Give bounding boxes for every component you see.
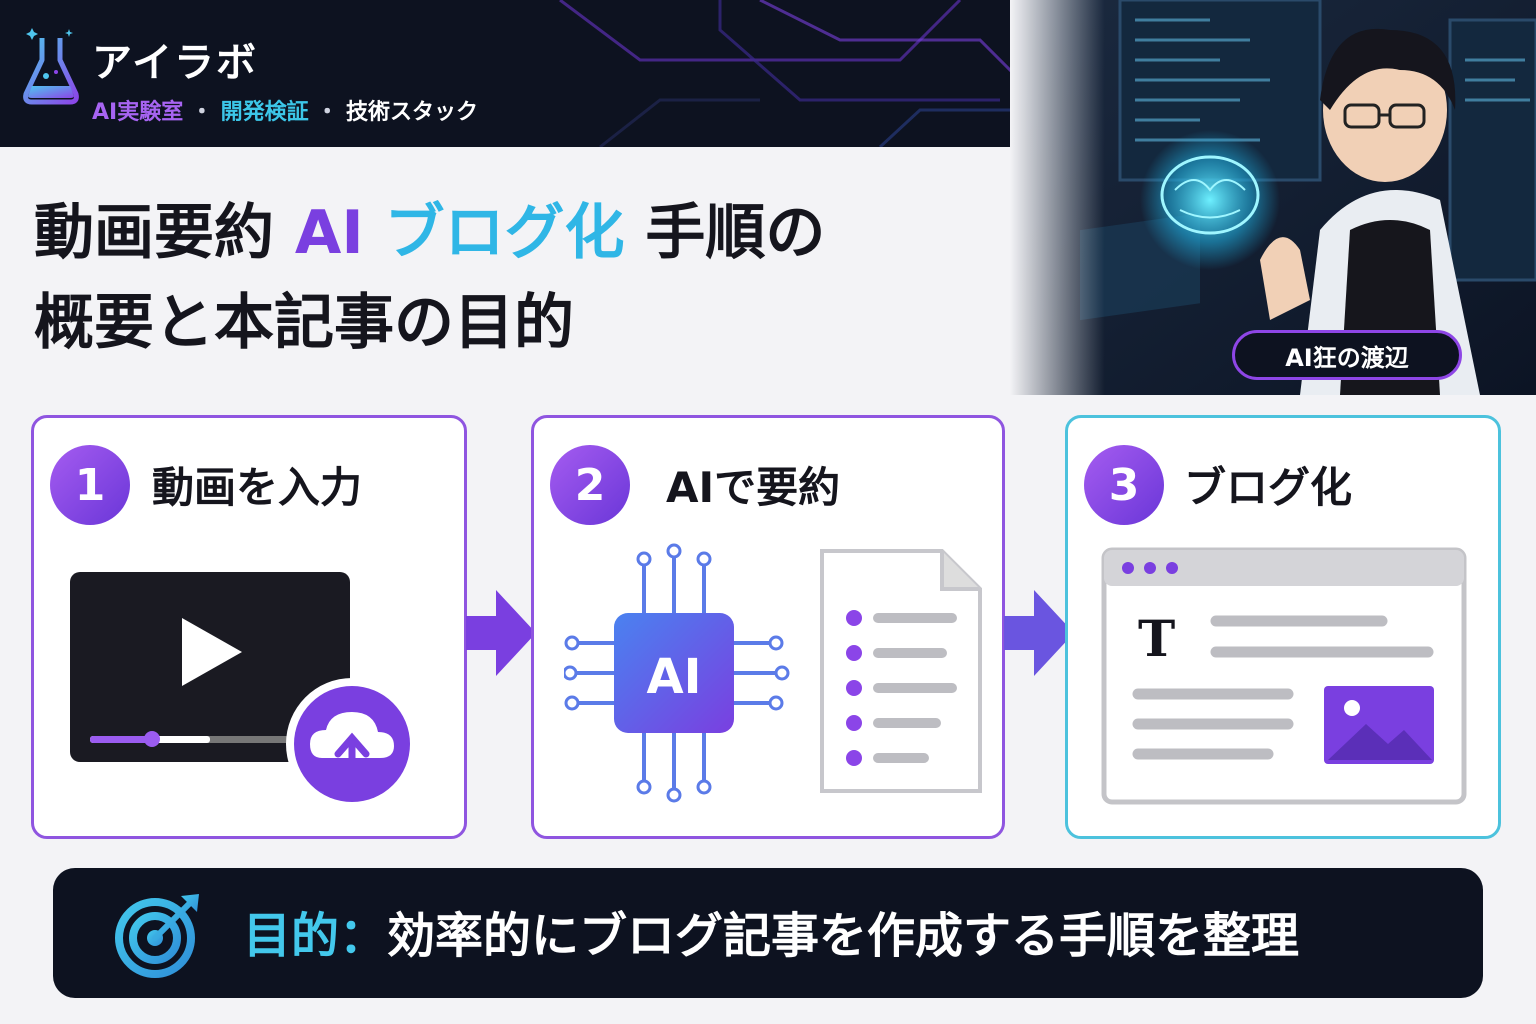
browser-window-icon: T [1101,547,1467,805]
purpose-statement: 目的：効率的にブログ記事を作成する手順を整理 [243,896,1299,966]
purpose-label: 目的 [243,908,340,964]
play-icon [182,618,242,686]
step-card-1: 1 動画を入力 [31,415,467,839]
purpose-banner: 目的：効率的にブログ記事を作成する手順を整理 [53,868,1483,998]
tagline-part-3: 技術スタック [345,100,478,125]
arrow-right-icon [466,590,536,676]
title-part: 手順の [624,198,826,268]
purpose-colon: ： [339,908,388,964]
step-card-2: 2 AIで要約 AI [531,415,1005,839]
page-title: 動画要約 AI ブログ化 手順の 概要と本記事の目的 [34,188,825,368]
title-line-2: 概要と本記事の目的 [34,288,574,358]
ai-chip-icon [614,613,734,733]
brand-tagline: AI実験室 ・ 開発検証 ・ 技術スタック [92,94,478,126]
brand-name: アイラボ [92,40,258,86]
tagline-separator: ・ [316,100,339,125]
title-line-1: 動画要約 AI ブログ化 手順の [34,188,825,278]
tagline-part-1: AI実験室 [92,100,184,125]
ai-summary-illustration: AI [564,543,982,803]
step-label: ブログ化 [1184,463,1353,512]
title-part: 動画要約 [34,198,295,268]
step-label: AIで要約 [666,463,841,512]
document-icon [820,549,982,793]
image-icon [1324,686,1434,764]
step-number: 3 [1084,445,1164,525]
tagline-separator: ・ [190,100,213,125]
author-badge: AI狂の渡辺 [1232,330,1462,380]
step-number: 1 [50,445,130,525]
title-highlight-ai: AI [294,198,364,268]
video-player-illustration [70,572,418,810]
step-card-3: 3 ブログ化 T [1065,415,1501,839]
title-highlight-blog: ブログ化 [363,198,625,268]
ai-chip-label: AI [646,649,701,705]
text-format-icon: T [1138,609,1175,668]
target-icon [115,894,199,978]
arrow-right-icon [1004,590,1074,676]
step-number: 2 [550,445,630,525]
cloud-upload-icon [286,678,418,810]
flask-icon [23,28,79,105]
purpose-text: 効率的にブログ記事を作成する手順を整理 [387,908,1300,964]
tagline-part-2: 開発検証 [220,100,309,125]
step-label: 動画を入力 [152,463,363,512]
circuit-lines [568,553,780,793]
